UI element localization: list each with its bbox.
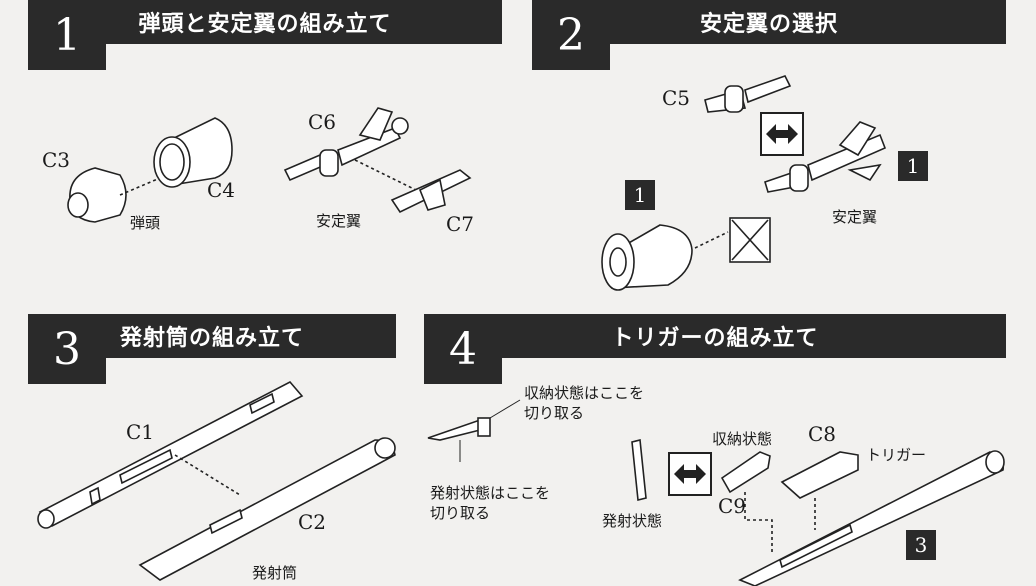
label-c1: C1	[126, 420, 155, 444]
step2-fin-assembly	[764, 121, 887, 193]
label-cut-stored-line1: 収納状態はここを	[524, 384, 645, 402]
step2-warhead	[601, 224, 693, 291]
part-c8-trigger	[780, 451, 859, 499]
label-c5: C5	[662, 86, 691, 110]
label-warhead: 弾頭	[130, 214, 161, 232]
label-c6: C6	[308, 110, 337, 134]
label-c4: C4	[207, 178, 236, 202]
label-c2: C2	[298, 510, 327, 534]
step2-number: 2	[532, 0, 610, 70]
part-c6-fin-assembly	[283, 107, 409, 182]
label-stored-state: 収納状態	[712, 430, 773, 448]
swap-arrow-icon	[760, 112, 804, 156]
step4-number: 4	[424, 314, 502, 384]
trigger-sprue-part	[427, 417, 491, 441]
label-cut-stored-line2: 切り取る	[524, 404, 585, 422]
part-c5-fin	[704, 75, 792, 113]
label-c8: C8	[808, 422, 837, 446]
prohibited-box-icon	[729, 217, 771, 263]
label-trigger: トリガー	[866, 446, 927, 464]
label-fin-step2: 安定翼	[832, 208, 878, 226]
label-fire-state: 発射状態	[602, 512, 663, 530]
ref-step1-badge-fin: 1	[898, 151, 928, 181]
part-c4-warhead-body	[153, 117, 233, 188]
part-c1-tube-half	[37, 380, 304, 529]
step3-number: 3	[28, 314, 106, 384]
ref-step1-badge-warhead: 1	[625, 180, 655, 210]
step4-title: トリガーの組み立て	[424, 314, 1006, 358]
label-c3: C3	[42, 148, 71, 172]
label-cut-fire-line1: 発射状態はここを	[430, 484, 551, 502]
label-c7: C7	[446, 212, 475, 236]
step4-tube	[738, 450, 1005, 586]
label-fin-step1: 安定翼	[316, 212, 362, 230]
swap-arrow-icon-step4	[668, 452, 712, 496]
step2-title: 安定翼の選択	[532, 0, 1006, 44]
part-c9	[720, 451, 771, 494]
ref-step3-badge: 3	[906, 530, 936, 560]
part-c2-tube-half	[138, 437, 396, 581]
step1-number: 1	[28, 0, 106, 70]
label-cut-fire-line2: 切り取る	[430, 504, 491, 522]
label-tube: 発射筒	[252, 564, 298, 582]
label-c9: C9	[718, 494, 747, 518]
part-c3-nose-cone	[67, 167, 127, 223]
part-c7-fin	[390, 169, 472, 214]
fire-state-part	[631, 439, 647, 501]
step1-title: 弾頭と安定翼の組み立て	[28, 0, 502, 44]
